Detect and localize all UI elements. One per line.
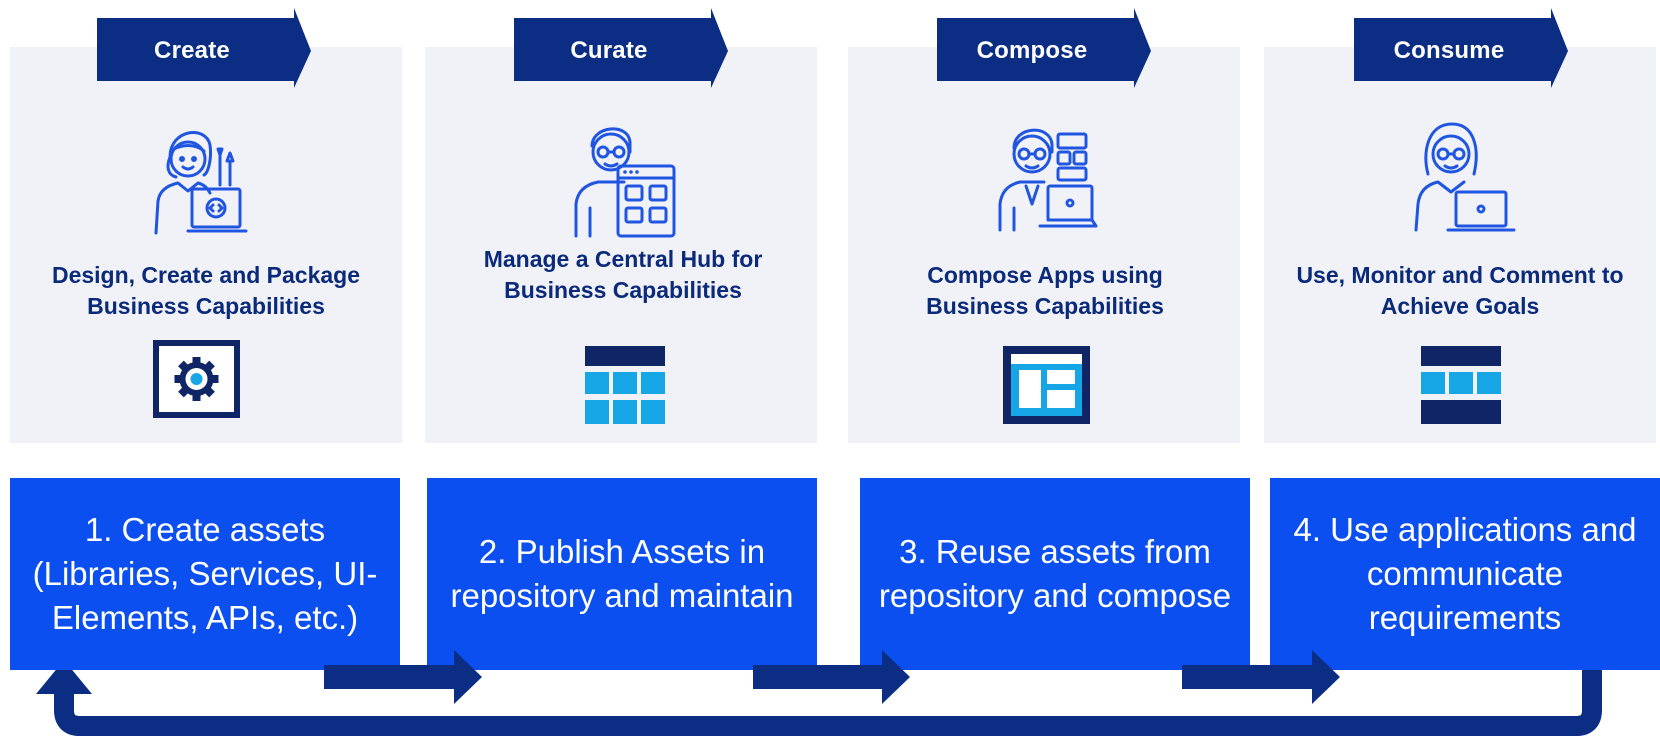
connector-arrow-3-4 <box>1182 650 1340 704</box>
stage-description: Use, Monitor and Comment to Achieve Goal… <box>1296 262 1624 319</box>
composer-blocks-icon <box>998 128 1098 232</box>
connector-arrow-1-2 <box>324 650 482 704</box>
stage-description: Design, Create and Package Business Capa… <box>51 262 361 319</box>
stage-tag-label: Consume <box>1393 37 1505 64</box>
connector-arrow-2-3 <box>753 650 910 704</box>
step-text: 4. Use applications and communicate requ… <box>1293 511 1637 636</box>
step-text: 2. Publish Assets in repository and main… <box>450 533 794 614</box>
stage-description: Compose Apps using Business Capabilities <box>926 262 1164 319</box>
step-text: 3. Reuse assets from repository and comp… <box>878 533 1232 614</box>
stage-tag-label: Create <box>154 37 230 64</box>
gear-icon <box>153 340 240 418</box>
step-box-4: 4. Use applications and communicate requ… <box>1270 478 1660 670</box>
consumer-laptop-icon <box>1414 122 1516 232</box>
step-box-3: 3. Reuse assets from repository and comp… <box>860 478 1250 670</box>
step-text: 1. Create assets (Libraries, Services, U… <box>32 511 378 636</box>
stage-tag-label: Curate <box>570 37 648 64</box>
tag-arrow-shape <box>97 8 311 88</box>
stage-tag-label: Compose <box>976 37 1088 64</box>
tag-arrow-shape <box>937 8 1151 88</box>
tag-arrow-shape <box>1354 8 1568 88</box>
curator-window-icon <box>574 127 676 238</box>
step-box-2: 2. Publish Assets in repository and main… <box>427 478 817 670</box>
developer-laptop-icon <box>154 131 248 235</box>
stage-description: Manage a Central Hub for Business Capabi… <box>483 246 763 303</box>
tag-arrow-shape <box>514 8 728 88</box>
layout-window-icon <box>1003 346 1090 424</box>
grid-tiles-icon <box>585 346 665 424</box>
step-box-1: 1. Create assets (Libraries, Services, U… <box>10 478 400 670</box>
row-tiles-icon <box>1421 346 1501 424</box>
